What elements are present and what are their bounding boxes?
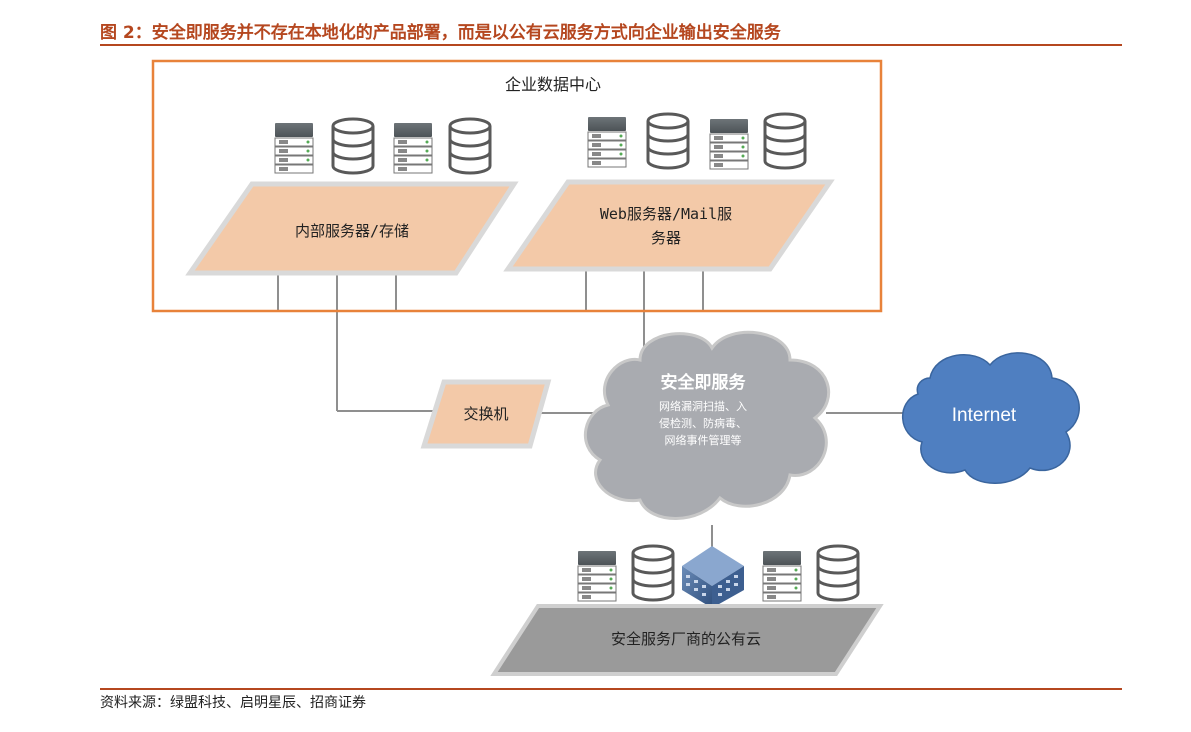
- database-icon: [816, 544, 860, 602]
- server-icon: [762, 550, 802, 602]
- internet-label: Internet: [952, 405, 1017, 426]
- cloud-icon: [583, 330, 831, 520]
- web-mail-label-line2: 务器: [651, 229, 681, 247]
- server-icon: [577, 550, 617, 602]
- web-mail-label-line1: Web服务器/Mail服: [600, 205, 732, 223]
- security-cloud-line1: 网络漏洞扫描、入: [659, 399, 747, 413]
- datacenter-label: 企业数据中心: [505, 75, 601, 94]
- building-icon: [682, 546, 744, 608]
- security-cloud-title: 安全即服务: [661, 372, 747, 393]
- switch-box: [420, 379, 552, 449]
- security-cloud: [583, 330, 831, 520]
- vendor-cloud-label: 安全服务厂商的公有云: [611, 630, 761, 648]
- figure-title: 图 2：安全即服务并不存在本地化的产品部署，而是以公有云服务方式向企业输出安全服…: [100, 23, 781, 43]
- top-rule: [100, 44, 1122, 46]
- internet-cloud-icon: [902, 352, 1080, 484]
- security-cloud-line2: 侵检测、防病毒、: [659, 416, 747, 430]
- server-icon: [709, 118, 749, 170]
- database-icon: [631, 544, 675, 602]
- source-note: 资料来源：绿盟科技、启明星辰、招商证券: [100, 695, 366, 711]
- web-mail-server-platform: [503, 179, 835, 272]
- database-icon: [331, 117, 375, 175]
- connection-lines: [277, 268, 906, 555]
- server-icon: [393, 122, 433, 174]
- datacenter-frame: [151, 59, 883, 313]
- internal-server-platform: [185, 181, 519, 276]
- server-icon: [274, 122, 314, 174]
- switch-label: 交换机: [463, 405, 508, 423]
- database-icon: [646, 112, 690, 170]
- internal-server-label: 内部服务器/存储: [295, 222, 409, 240]
- security-cloud-line3: 网络事件管理等: [665, 433, 742, 447]
- server-icon: [587, 116, 627, 168]
- database-icon: [763, 112, 807, 170]
- vendor-cloud-platform: [490, 604, 884, 676]
- database-icon: [448, 117, 492, 175]
- bottom-rule: [100, 688, 1122, 690]
